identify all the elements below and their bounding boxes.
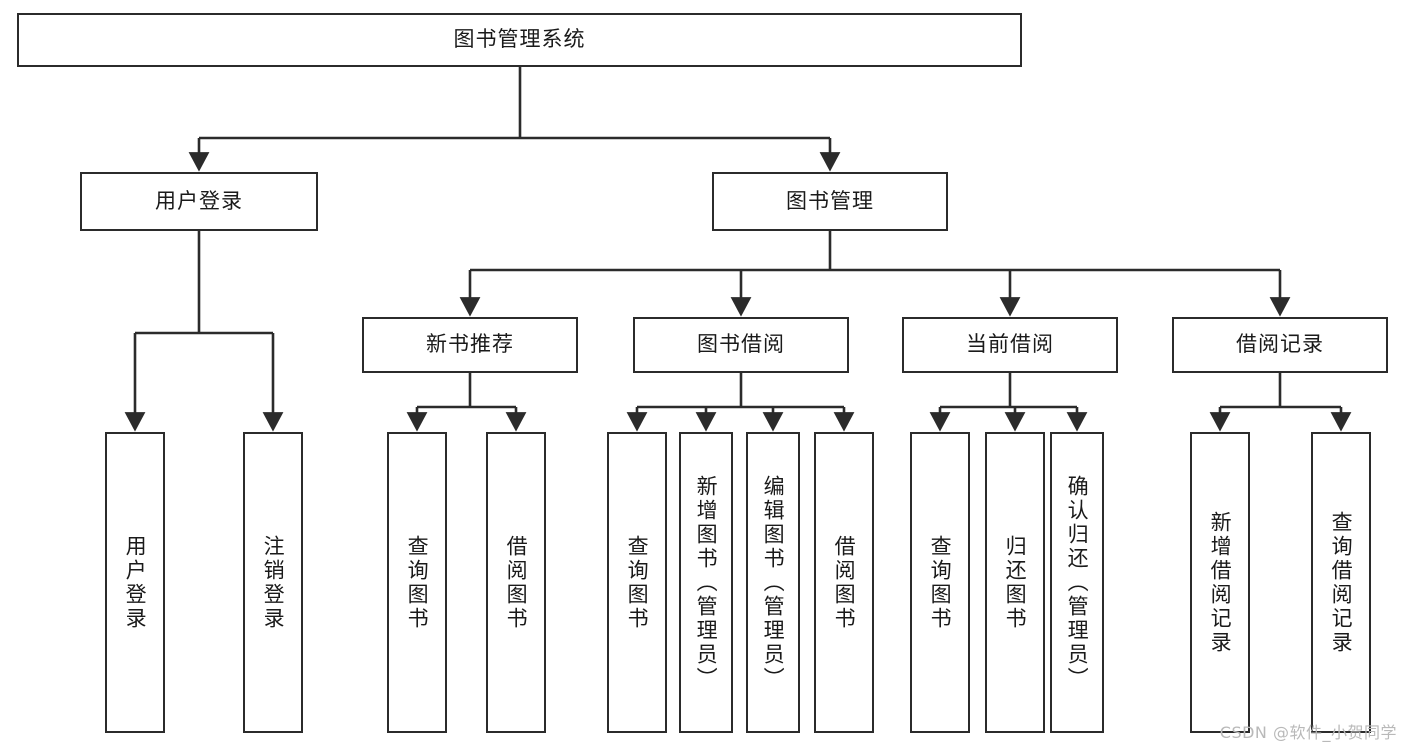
node-book-borrow-label: 图书借阅 xyxy=(697,332,785,357)
leaf-confirm-return-label: 确认归还（管理员） xyxy=(1065,474,1090,691)
node-root[interactable]: 图书管理系统 xyxy=(17,13,1022,67)
leaf-user-login[interactable]: 用户登录 xyxy=(105,432,165,733)
node-book-manage-label: 图书管理 xyxy=(786,188,874,213)
node-current-borrow[interactable]: 当前借阅 xyxy=(902,317,1118,373)
edge-bookmanage-to-level3 xyxy=(459,231,1291,317)
node-current-borrow-label: 当前借阅 xyxy=(966,332,1054,357)
node-root-label: 图书管理系统 xyxy=(453,27,586,52)
leaf-borrow-book-2[interactable]: 借阅图书 xyxy=(814,432,874,733)
node-borrow-record-label: 借阅记录 xyxy=(1236,332,1324,357)
leaf-query-book-1[interactable]: 查询图书 xyxy=(387,432,447,733)
leaf-return-book-label: 归还图书 xyxy=(1003,534,1028,631)
leaf-borrow-book-2-label: 借阅图书 xyxy=(832,534,857,631)
leaf-query-book-1-label: 查询图书 xyxy=(405,534,430,631)
leaf-add-record[interactable]: 新增借阅记录 xyxy=(1190,432,1250,733)
leaf-query-book-2-label: 查询图书 xyxy=(625,534,650,631)
node-borrow-record[interactable]: 借阅记录 xyxy=(1172,317,1388,373)
node-book-borrow[interactable]: 图书借阅 xyxy=(633,317,849,373)
leaf-logout[interactable]: 注销登录 xyxy=(243,432,303,733)
leaf-query-book-3-label: 查询图书 xyxy=(928,534,953,631)
edge-currentborrow-to-leaves xyxy=(929,373,1088,432)
leaf-confirm-return[interactable]: 确认归还（管理员） xyxy=(1050,432,1104,733)
edge-borrowrecord-to-leaves xyxy=(1209,373,1352,432)
node-new-book-recommend-label: 新书推荐 xyxy=(426,332,514,357)
leaf-borrow-book-1-label: 借阅图书 xyxy=(504,534,529,631)
leaf-query-book-3[interactable]: 查询图书 xyxy=(910,432,970,733)
node-user-login-label: 用户登录 xyxy=(155,188,243,213)
edge-bookborrow-to-leaves xyxy=(626,373,855,432)
leaf-add-book[interactable]: 新增图书（管理员） xyxy=(679,432,733,733)
leaf-add-book-label: 新增图书（管理员） xyxy=(694,474,719,691)
edge-newbook-to-leaves xyxy=(406,373,527,432)
leaf-query-record[interactable]: 查询借阅记录 xyxy=(1311,432,1371,733)
node-new-book-recommend[interactable]: 新书推荐 xyxy=(362,317,578,373)
leaf-query-book-2[interactable]: 查询图书 xyxy=(607,432,667,733)
leaf-return-book[interactable]: 归还图书 xyxy=(985,432,1045,733)
leaf-borrow-book-1[interactable]: 借阅图书 xyxy=(486,432,546,733)
leaf-user-login-label: 用户登录 xyxy=(123,534,148,631)
node-user-login[interactable]: 用户登录 xyxy=(80,172,318,231)
node-book-manage[interactable]: 图书管理 xyxy=(712,172,948,231)
leaf-query-record-label: 查询借阅记录 xyxy=(1329,510,1354,655)
edge-userlogin-to-leaves xyxy=(124,231,284,432)
edge-root-to-level2 xyxy=(188,67,841,172)
leaf-add-record-label: 新增借阅记录 xyxy=(1208,510,1233,655)
leaf-logout-label: 注销登录 xyxy=(261,534,286,631)
leaf-edit-book-label: 编辑图书（管理员） xyxy=(761,474,786,691)
leaf-edit-book[interactable]: 编辑图书（管理员） xyxy=(746,432,800,733)
